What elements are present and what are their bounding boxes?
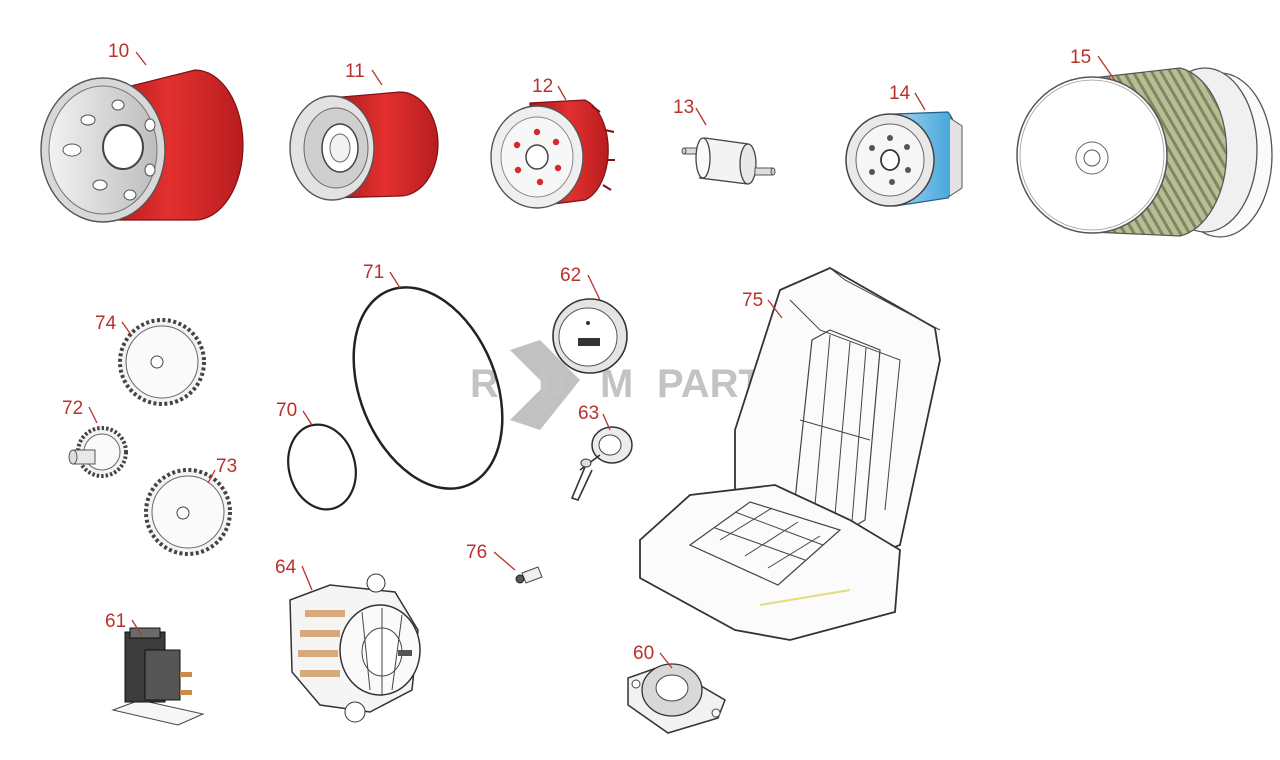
callout-71: 71	[363, 262, 401, 289]
callout-10-label: 10	[108, 41, 129, 62]
callout-11: 11	[345, 61, 383, 86]
callout-62-label: 62	[560, 265, 581, 286]
part-15-air-filter	[1016, 67, 1273, 238]
part-63-ignition-switch	[570, 426, 633, 501]
callout-70-label: 70	[276, 400, 297, 421]
callout-60-label: 60	[633, 643, 654, 664]
callout-75: 75	[742, 290, 783, 319]
part-60-seat-switch	[627, 663, 726, 734]
part-71-o-ring	[352, 286, 504, 490]
part-12-filter	[490, 99, 615, 209]
callout-64-label: 64	[275, 557, 297, 578]
callout-71-label: 71	[363, 262, 384, 283]
callout-11-label: 11	[345, 61, 365, 82]
watermark-d: D	[538, 362, 567, 406]
callout-63-label: 63	[578, 403, 599, 424]
callout-13-label: 13	[673, 97, 694, 118]
part-62-hour-meter	[552, 298, 628, 374]
watermark-logo-mark	[510, 340, 580, 430]
callout-61-label: 61	[105, 611, 126, 632]
callout-14: 14	[889, 83, 926, 111]
callout-74: 74	[95, 313, 133, 337]
callout-12: 12	[532, 76, 567, 101]
callout-75-label: 75	[742, 290, 763, 311]
part-10-filter	[40, 69, 244, 223]
part-70-o-ring	[287, 423, 357, 511]
part-11-filter	[289, 91, 439, 201]
callout-72-label: 72	[62, 398, 83, 419]
callout-76: 76	[466, 542, 516, 571]
callout-76-label: 76	[466, 542, 487, 563]
callout-62: 62	[560, 265, 601, 301]
part-64-alternator	[289, 573, 421, 723]
callout-74-label: 74	[95, 313, 117, 334]
callout-63: 63	[578, 403, 611, 431]
callout-72: 72	[62, 398, 98, 424]
callout-14-label: 14	[889, 83, 911, 104]
part-75-seat	[639, 266, 941, 641]
part-14-filter	[845, 111, 963, 207]
callout-15-label: 15	[1070, 47, 1091, 68]
callout-60: 60	[633, 643, 673, 669]
part-76-bulb	[515, 566, 543, 584]
part-61-solenoid	[111, 627, 205, 726]
callout-61: 61	[105, 611, 143, 637]
part-13-fuel-filter	[681, 137, 776, 185]
callout-64: 64	[275, 557, 313, 591]
part-74-gear	[118, 318, 206, 406]
part-73-gear	[144, 468, 232, 556]
callout-15: 15	[1070, 47, 1117, 83]
callout-12-label: 12	[532, 76, 553, 97]
part-72-gear	[68, 426, 128, 478]
callout-13: 13	[673, 97, 707, 126]
callout-73-label: 73	[216, 456, 237, 477]
callout-73: 73	[207, 456, 237, 484]
callout-10: 10	[108, 41, 147, 66]
callout-70: 70	[276, 400, 313, 426]
